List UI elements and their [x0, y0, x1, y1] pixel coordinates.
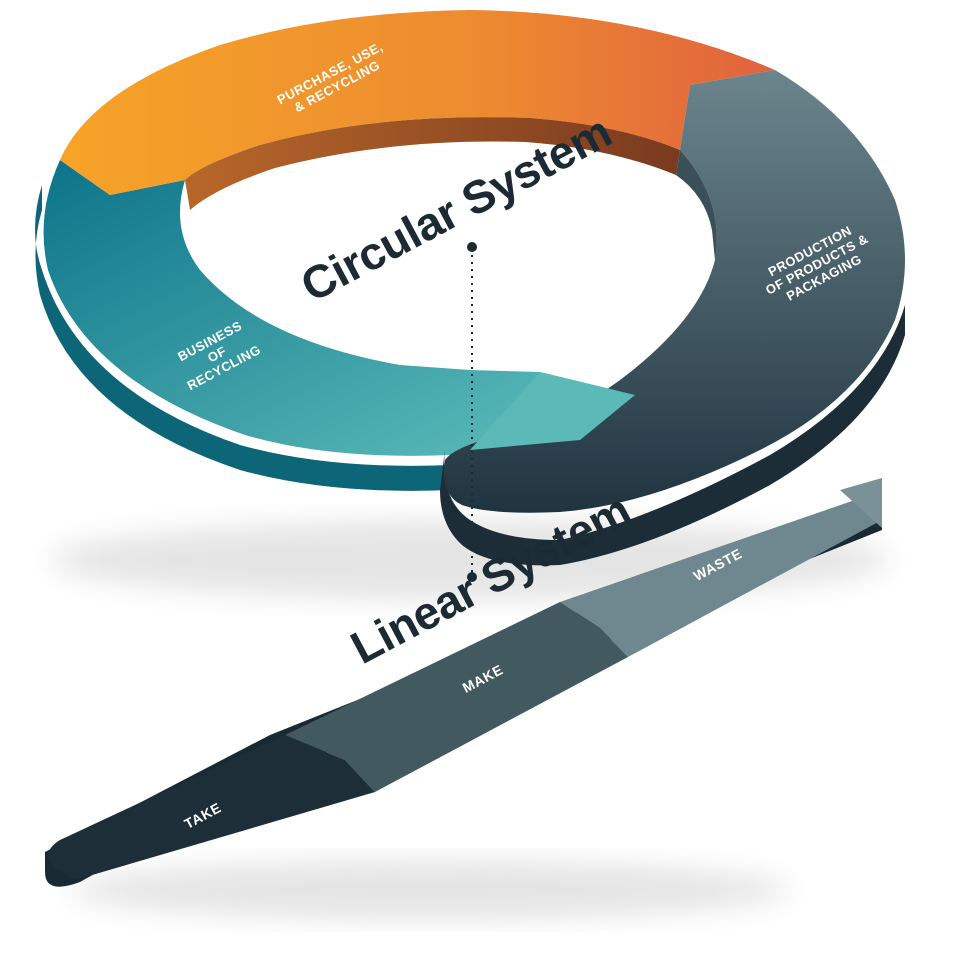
bar-shadow: [70, 860, 790, 920]
orange-inner-wall: [185, 117, 680, 210]
teal-arrowhead: [470, 372, 635, 450]
segment-purchase-use-recycling: [60, 10, 775, 195]
connector-dot-top: [467, 242, 477, 252]
circular-ring: [35, 10, 905, 566]
stage-make: [285, 602, 628, 792]
slate-inner-wall: [676, 150, 717, 260]
segment-production: [444, 70, 905, 513]
linear-arrowhead: [840, 478, 882, 528]
connector-dot-bottom: [467, 572, 477, 582]
teal-wall: [35, 185, 450, 491]
segment-business-recycling: [43, 160, 636, 456]
stage-waste: [560, 490, 882, 657]
system-connector: [467, 242, 477, 582]
slate-wall: [440, 305, 905, 566]
linear-bar: [45, 478, 882, 887]
stage-take: [48, 735, 376, 880]
